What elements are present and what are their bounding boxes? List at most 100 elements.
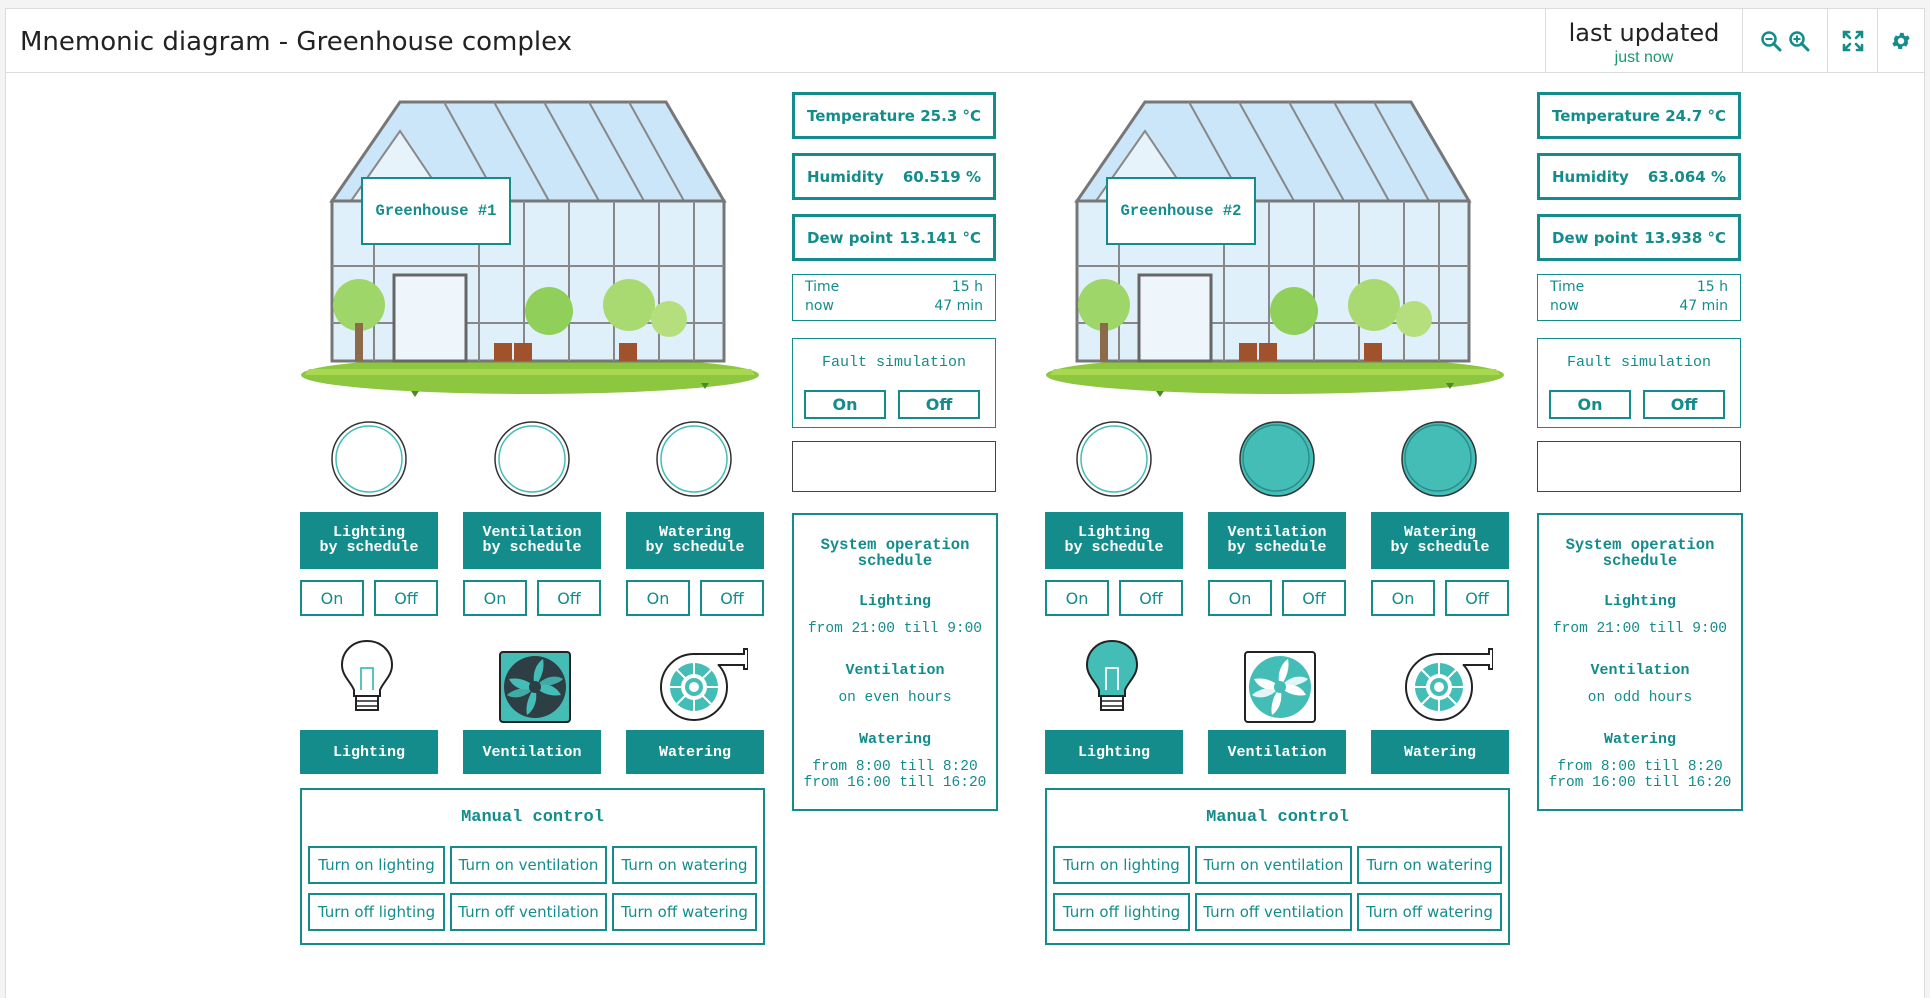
lighting-on-button[interactable]: On — [300, 580, 364, 616]
temperature-value: 25.3 °C — [920, 106, 981, 125]
dew-point-value: 13.938 °C — [1644, 228, 1726, 247]
turn-off-watering-button[interactable]: Turn off watering — [612, 893, 757, 931]
watering-by-schedule-button[interactable]: Watering by schedule — [1371, 512, 1509, 569]
last-updated-label: last updated — [1568, 19, 1720, 47]
turn-on-ventilation-button[interactable]: Turn on ventilation — [1195, 846, 1352, 884]
ventilation-by-schedule-button[interactable]: Ventilation by schedule — [463, 512, 601, 569]
page-title: Mnemonic diagram - Greenhouse complex — [20, 27, 573, 57]
fan-icon — [1244, 651, 1316, 723]
zoom-in-icon[interactable] — [1788, 30, 1810, 52]
temperature-readout: Temperature 24.7 °C — [1537, 92, 1741, 139]
fault-simulation-title: Fault simulation — [821, 354, 967, 371]
lighting-off-button[interactable]: Off — [1119, 580, 1183, 616]
fault-off-button[interactable]: Off — [1643, 390, 1725, 419]
lighting-off-button[interactable]: Off — [374, 580, 438, 616]
lighting-device-button[interactable]: Lighting — [300, 730, 438, 774]
schedule-watering-value: from 8:00 till 8:20 from 16:00 till 16:2… — [803, 759, 987, 791]
ventilation-on-button[interactable]: On — [1208, 580, 1272, 616]
turn-off-lighting-button[interactable]: Turn off lighting — [1053, 893, 1190, 931]
turn-off-lighting-button[interactable]: Turn off lighting — [308, 893, 445, 931]
watering-on-button[interactable]: On — [1371, 580, 1435, 616]
schedule-lighting-title: Lighting — [1603, 593, 1676, 610]
schedule-watering-title: Watering — [1603, 731, 1676, 748]
manual-control-title: Manual control — [1206, 808, 1349, 827]
schedule-ventilation-title: Ventilation — [1590, 662, 1690, 679]
dew-point-readout: Dew point 13.141 °C — [792, 214, 996, 261]
fan-icon — [499, 651, 571, 723]
dew-point-readout: Dew point 13.938 °C — [1537, 214, 1741, 261]
schedule-title: System operation schedule — [820, 536, 970, 570]
humidity-readout: Humidity 60.519 % — [792, 153, 996, 200]
time-minutes: 47 min — [1679, 298, 1728, 314]
time-readout: Time 15 h now 47 min — [1537, 274, 1741, 321]
temperature-readout: Temperature 25.3 °C — [792, 92, 996, 139]
zoom-out-icon[interactable] — [1760, 30, 1782, 52]
humidity-value: 63.064 % — [1647, 167, 1726, 186]
settings-button[interactable] — [1878, 9, 1924, 73]
watering-device-button[interactable]: Watering — [626, 730, 764, 774]
lighting-on-button[interactable]: On — [1045, 580, 1109, 616]
schedule-title: System operation schedule — [1565, 536, 1715, 570]
last-updated-value: just now — [1614, 49, 1674, 66]
gear-icon — [1892, 32, 1910, 50]
turn-off-ventilation-button[interactable]: Turn off ventilation — [1195, 893, 1352, 931]
schedule-watering-value: from 8:00 till 8:20 from 16:00 till 16:2… — [1548, 759, 1732, 791]
turn-on-ventilation-button[interactable]: Turn on ventilation — [450, 846, 607, 884]
time-now-label: now — [805, 298, 834, 314]
greenhouse-label: Greenhouse #1 — [361, 177, 511, 245]
time-now-label: now — [1550, 298, 1579, 314]
ventilation-off-button[interactable]: Off — [537, 580, 601, 616]
lighting-device-button[interactable]: Lighting — [1045, 730, 1183, 774]
turn-off-watering-button[interactable]: Turn off watering — [1357, 893, 1502, 931]
operation-schedule: System operation schedule Lighting from … — [1537, 513, 1743, 811]
turn-on-lighting-button[interactable]: Turn on lighting — [1053, 846, 1190, 884]
greenhouse-illustration — [1046, 100, 1504, 397]
watering-off-button[interactable]: Off — [1445, 580, 1509, 616]
ventilation-indicator — [494, 421, 570, 497]
dew-point-value: 13.141 °C — [899, 228, 981, 247]
turn-on-watering-button[interactable]: Turn on watering — [612, 846, 757, 884]
time-hours: 15 h — [1696, 279, 1728, 295]
fault-on-button[interactable]: On — [804, 390, 886, 419]
lighting-indicator — [1076, 421, 1152, 497]
ventilation-indicator — [1239, 421, 1315, 497]
fault-simulation-title: Fault simulation — [1566, 354, 1712, 371]
watering-by-schedule-button[interactable]: Watering by schedule — [626, 512, 764, 569]
watering-on-button[interactable]: On — [626, 580, 690, 616]
temperature-value: 24.7 °C — [1665, 106, 1726, 125]
time-label: Time — [1550, 279, 1585, 295]
schedule-ventilation-value: on even hours — [838, 690, 952, 706]
operation-schedule: System operation schedule Lighting from … — [792, 513, 998, 811]
temperature-label: Temperature — [807, 106, 915, 125]
status-message-box — [792, 441, 996, 492]
fullscreen-button[interactable] — [1828, 9, 1878, 73]
lighting-by-schedule-button[interactable]: Lighting by schedule — [300, 512, 438, 569]
fullscreen-icon — [1842, 30, 1863, 52]
watering-off-button[interactable]: Off — [700, 580, 764, 616]
dashboard-frame: Mnemonic diagram - Greenhouse complex la… — [5, 8, 1925, 998]
humidity-readout: Humidity 63.064 % — [1537, 153, 1741, 200]
lighting-by-schedule-button[interactable]: Lighting by schedule — [1045, 512, 1183, 569]
water-pump-icon — [660, 648, 748, 721]
ventilation-device-button[interactable]: Ventilation — [463, 730, 601, 774]
last-updated: last updated just now — [1545, 9, 1743, 73]
turn-on-lighting-button[interactable]: Turn on lighting — [308, 846, 445, 884]
ventilation-on-button[interactable]: On — [463, 580, 527, 616]
ventilation-off-button[interactable]: Off — [1282, 580, 1346, 616]
lighting-indicator — [331, 421, 407, 497]
dashboard-header: Mnemonic diagram - Greenhouse complex la… — [6, 9, 1924, 73]
dew-point-label: Dew point — [1552, 228, 1638, 247]
schedule-lighting-value: from 21:00 till 9:00 — [1552, 621, 1728, 637]
time-minutes: 47 min — [934, 298, 983, 314]
ventilation-by-schedule-button[interactable]: Ventilation by schedule — [1208, 512, 1346, 569]
watering-indicator — [1401, 421, 1477, 497]
temperature-label: Temperature — [1552, 106, 1660, 125]
status-message-box — [1537, 441, 1741, 492]
turn-off-ventilation-button[interactable]: Turn off ventilation — [450, 893, 607, 931]
watering-device-button[interactable]: Watering — [1371, 730, 1509, 774]
fault-on-button[interactable]: On — [1549, 390, 1631, 419]
greenhouse-illustration — [301, 100, 759, 397]
fault-off-button[interactable]: Off — [898, 390, 980, 419]
ventilation-device-button[interactable]: Ventilation — [1208, 730, 1346, 774]
turn-on-watering-button[interactable]: Turn on watering — [1357, 846, 1502, 884]
